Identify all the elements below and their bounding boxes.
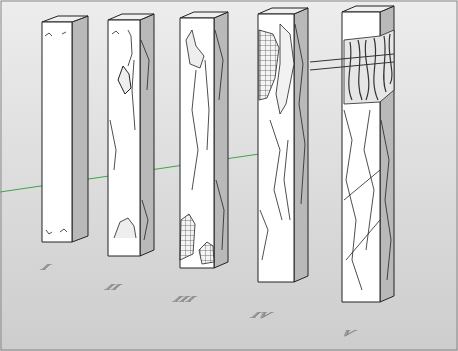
column-5 (310, 6, 394, 302)
column-2 (108, 14, 154, 256)
column-1 (42, 16, 88, 242)
column-4 (258, 8, 308, 282)
column-3 (180, 12, 228, 268)
